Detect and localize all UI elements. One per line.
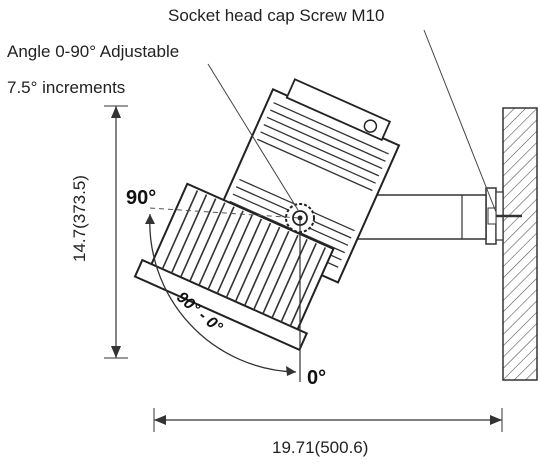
height-dimension-label: 14.7(373.5) [70,175,89,262]
angle-callout: Angle 0-90° Adjustable [7,42,180,61]
lamp-head [133,182,335,352]
reference-line-90 [149,207,301,219]
height-dimension [104,105,128,359]
angle-leader-line [207,63,299,211]
angle-0-label: 0° [307,367,326,389]
increments-callout: 7.5° increments [7,78,126,97]
wall [502,107,538,381]
width-dimension-label: 19.71(500.6) [272,438,369,457]
width-dimension [153,408,503,432]
angle-90-label: 90° [126,187,156,209]
screw-callout: Socket head cap Screw M10 [168,6,385,25]
wall-bracket [485,187,522,245]
angle-arc [149,213,297,373]
screw-leader-line [423,29,497,213]
arc-arrowhead-top [145,214,155,224]
arc-arrowhead-bottom [286,366,296,376]
